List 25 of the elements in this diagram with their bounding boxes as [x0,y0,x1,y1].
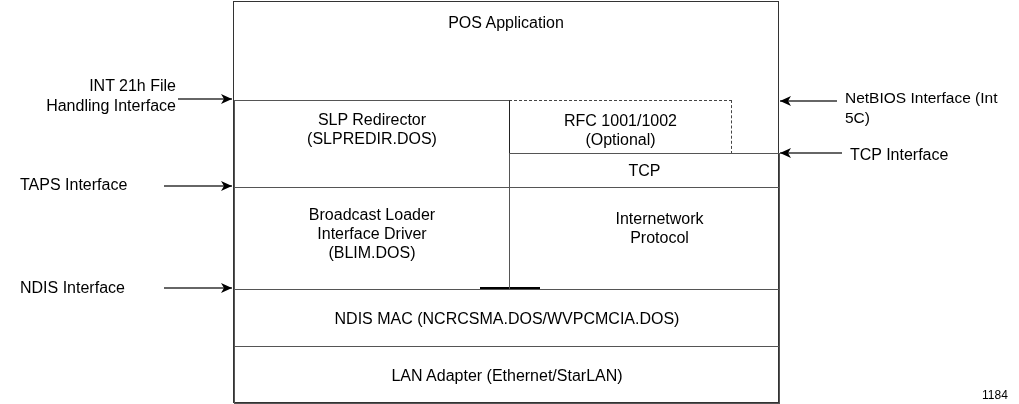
layer-name: RFC 1001/1002 (Optional) [563,110,678,149]
layer-name: Broadcast Loader Interface Driver (BLIM.DOS) [307,205,437,262]
layer-name: LAN Adapter (Ethernet/StarLAN) [391,365,623,385]
layer-name: NDIS MAC (NCRCSMA.DOS/WVPCMCIA.DOS) [334,308,680,328]
arrow [779,96,838,106]
layer-name: POS Application [447,14,565,32]
label-text: TCP Interface [850,145,950,165]
layer-name: SLP Redirector (SLPREDIR.DOS) [306,110,438,148]
figure-number: 1184 [982,388,1008,402]
arrow [177,94,233,104]
arrow [163,181,233,191]
layer-box [234,100,510,188]
arrow [779,148,843,158]
layer-name: Internetwork Protocol [614,208,705,247]
arrow [163,283,233,293]
label-text: INT 21h File Handling Interface [45,76,176,116]
label-text: NDIS Interface [20,278,126,298]
layer-box [234,346,780,404]
optional-layer-box [509,100,732,154]
layer-box [234,289,780,347]
layer-box [509,153,780,188]
layer-name: TCP [628,161,661,180]
label-text: NetBIOS Interface (Int 5C) [845,88,999,128]
application-layer-box [233,1,779,403]
label-text: TAPS Interface [20,175,129,195]
